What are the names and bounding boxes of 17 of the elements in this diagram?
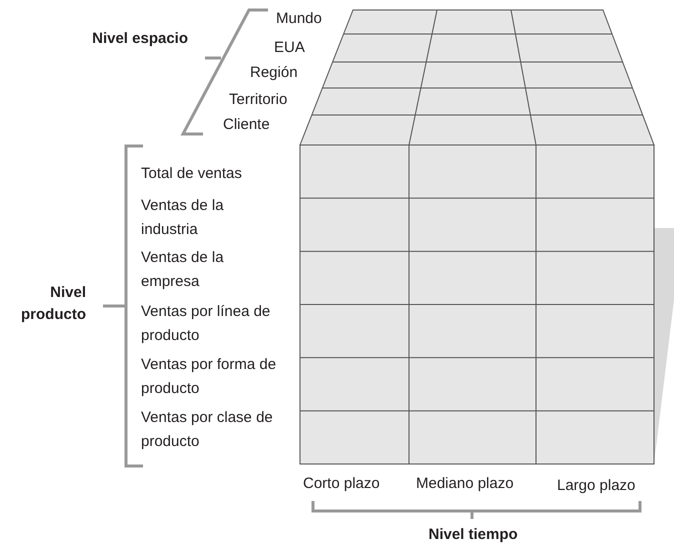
level-label: Territorio xyxy=(229,90,288,110)
level-label: Ventas por línea de producto xyxy=(141,302,272,346)
axis-title: Nivel espacio xyxy=(92,29,188,49)
level-label: Ventas por forma de producto xyxy=(141,355,278,399)
level-label: Mediano plazo xyxy=(416,474,514,494)
level-label: Región xyxy=(250,63,298,83)
level-label: EUA xyxy=(274,38,305,58)
level-label: Cliente xyxy=(223,115,270,135)
axis-title: Nivel tiempo xyxy=(428,525,518,545)
axis-title: Nivel producto xyxy=(20,283,86,325)
level-label: Ventas de la industria xyxy=(141,196,225,240)
level-label: Corto plazo xyxy=(303,474,380,494)
level-label: Mundo xyxy=(276,9,322,29)
level-label: Total de ventas xyxy=(141,164,242,184)
level-label: Ventas de la empresa xyxy=(141,248,225,292)
level-label: Largo plazo xyxy=(557,476,636,496)
level-label: Ventas por clase de producto xyxy=(141,408,274,452)
